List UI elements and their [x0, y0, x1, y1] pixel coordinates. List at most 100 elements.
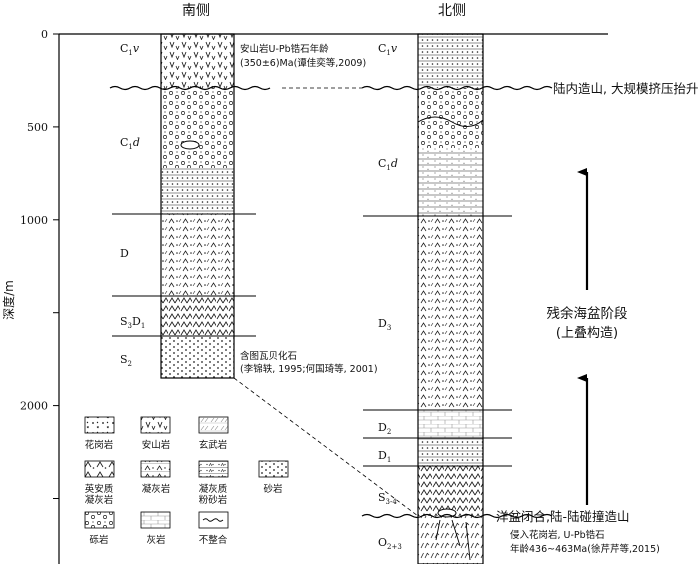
stage-label-line1: 残余海盆阶段	[547, 305, 628, 322]
unit-label: D1	[378, 449, 391, 464]
andesite-age-line2: (350±6)Ma(谭佳奕等,2009)	[240, 57, 366, 69]
north-column-border	[417, 33, 484, 564]
legend-tuffsilt-label-1: 凝灰质	[199, 483, 228, 495]
unit-symbol: O	[378, 536, 387, 549]
unit-symbol: D	[378, 317, 387, 330]
unit-subscript: 1	[128, 143, 132, 151]
north-d3-layer	[418, 216, 483, 410]
unit-member: v	[133, 42, 140, 55]
south-sand-layer	[161, 336, 234, 378]
unit-symbol: D	[120, 247, 129, 260]
legend-dacite-label-2: 凝灰岩	[85, 494, 114, 506]
unit-symbol-2: D	[132, 315, 141, 328]
axis-tick-label: 1000	[20, 214, 48, 227]
fossil-line1: 含图瓦贝化石	[240, 350, 297, 362]
legend: 花岗岩 安山岩 玄武岩 英安质 凝灰岩 凝灰岩 凝灰质 粉砂岩 砂岩 砾岩 灰岩…	[84, 416, 289, 546]
unit-subscript: 3	[128, 322, 132, 330]
unit-label: C1v	[120, 42, 140, 57]
granite-age-line1: 侵入花岗岩, U-Pb锆石	[510, 529, 605, 541]
legend-tuff-swatch	[140, 460, 171, 478]
unit-label: C1d	[378, 157, 398, 172]
legend-basalt-label: 玄武岩	[199, 439, 228, 451]
correlation-dashed-line	[233, 377, 419, 517]
unit-subscript: 2	[387, 428, 391, 436]
north-s34-layer	[418, 466, 483, 516]
legend-andesite-label: 安山岩	[142, 439, 171, 451]
north-andesite-layer	[418, 34, 483, 88]
unit-subscript: 3	[387, 324, 391, 332]
north-d2-layer	[418, 410, 483, 438]
legend-conglomerate-label: 砾岩	[89, 534, 108, 546]
legend-granite-label: 花岗岩	[85, 439, 114, 451]
unit-member: d	[391, 157, 398, 170]
axis-tick-label: 2000	[20, 400, 48, 413]
legend-basalt-swatch	[198, 416, 229, 434]
legend-limestone-label: 灰岩	[146, 534, 165, 546]
unit-label: O2+3	[378, 536, 402, 551]
unit-subscript-2: 1	[141, 322, 145, 330]
unit-label: C1d	[120, 136, 140, 151]
legend-unconformity-label: 不整合	[199, 534, 228, 546]
legend-sandstone-label: 砂岩	[263, 483, 282, 495]
unit-symbol: D	[378, 449, 387, 462]
fossil-line2: (李锦轶, 1995;何国琦等, 2001)	[240, 363, 378, 375]
unit-label: D	[120, 247, 129, 260]
south-tuff-layer	[161, 214, 234, 296]
north-wavy-lens	[417, 116, 484, 127]
closure-unconformity	[361, 513, 553, 519]
unit-subscript: 1	[386, 49, 390, 57]
north-o23-layer	[418, 516, 483, 564]
axis-title: 深度/m	[1, 280, 16, 320]
legend-tuff-label: 凝灰岩	[142, 483, 171, 495]
unit-subscript: 3-4	[386, 498, 398, 506]
legend-andesite-swatch	[140, 416, 171, 434]
uplift-unconformity-north	[361, 85, 553, 91]
uplift-event-label: 陆内造山, 大规模挤压抬升	[553, 81, 698, 96]
uplift-unconformity-south	[109, 85, 271, 91]
south-conglomerate-layer	[161, 88, 234, 168]
unit-symbol: S	[120, 315, 128, 328]
south-header: 南侧	[182, 3, 210, 19]
unit-label: C1v	[378, 42, 398, 57]
unit-subscript: 2	[128, 360, 132, 368]
unit-label: S2	[120, 353, 132, 368]
south-silt-layer	[161, 296, 234, 336]
south-andesite-layer	[161, 34, 234, 88]
legend-granite-swatch	[84, 416, 115, 434]
south-column-border	[160, 33, 235, 379]
south-fossil-lens	[180, 140, 200, 150]
unit-label: S3-4	[378, 491, 397, 506]
closure-event-label: 洋盆闭合,陆-陆碰撞造山	[496, 509, 629, 524]
unit-symbol: S	[120, 353, 128, 366]
unit-symbol: C	[120, 136, 128, 149]
unit-label: S3D1	[120, 315, 145, 330]
legend-dacite-label-1: 英安质	[85, 483, 114, 495]
unit-symbol: C	[120, 42, 128, 55]
unit-symbol: D	[378, 421, 387, 434]
unit-subscript: 1	[128, 49, 132, 57]
unit-subscript: 1	[386, 164, 390, 172]
north-fossil-lens	[437, 508, 457, 518]
unit-subscript: 2+3	[387, 543, 402, 551]
unit-label: D2	[378, 421, 391, 436]
legend-sandstone-swatch	[258, 460, 289, 478]
unit-member: v	[391, 42, 398, 55]
north-d1-layer	[418, 438, 483, 466]
legend-limestone-swatch	[140, 511, 171, 529]
andesite-age-line1: 安山岩U-Pb锆石年龄	[240, 43, 329, 55]
north-header: 北侧	[438, 3, 466, 19]
legend-dacite-swatch	[84, 460, 115, 478]
stage-label-line2: (上叠构造)	[556, 326, 618, 341]
north-siltstone-layer	[418, 148, 483, 216]
unit-label: D3	[378, 317, 391, 332]
legend-unconformity-wave	[202, 518, 224, 522]
south-sandstone-layer	[161, 168, 234, 214]
axis-tick-label: 500	[27, 121, 48, 134]
unit-symbol: S	[378, 491, 386, 504]
legend-conglomerate-swatch	[84, 511, 115, 529]
unit-symbol: C	[378, 157, 386, 170]
